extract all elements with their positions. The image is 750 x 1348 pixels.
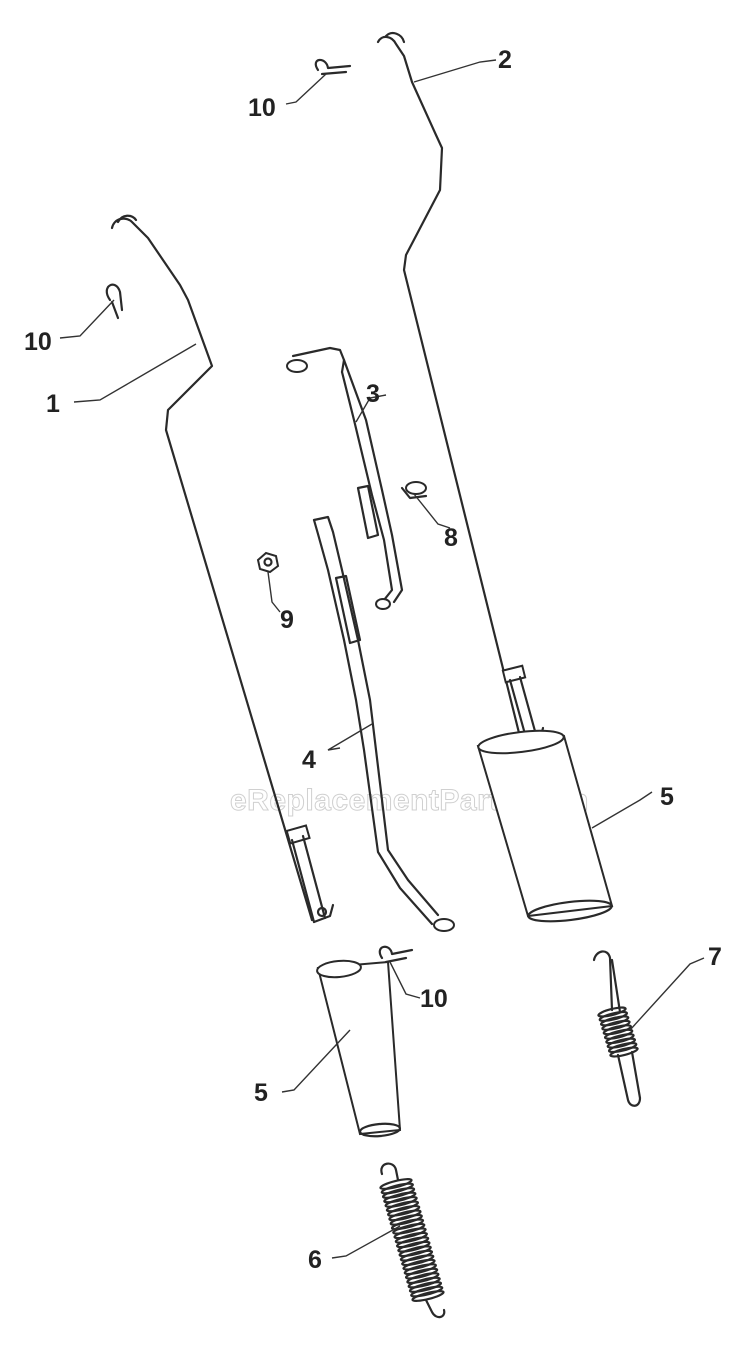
callout-10-left: 10 (24, 328, 52, 356)
spring-coil (393, 1227, 427, 1240)
callout-2: 2 (498, 46, 512, 74)
spring-coil (398, 1245, 432, 1258)
spring-coil (381, 1187, 416, 1199)
callout-6: 6 (308, 1246, 322, 1274)
spring-coil (380, 1182, 414, 1195)
callout-7: 7 (708, 943, 722, 971)
spring-coil (394, 1231, 429, 1244)
callout-1: 1 (46, 390, 60, 418)
callout-4: 4 (302, 746, 316, 774)
spring-coil (598, 1010, 629, 1023)
spring-coil (411, 1290, 445, 1302)
spring-coil (597, 1006, 627, 1018)
spring-coil (406, 1272, 440, 1285)
spring-coil (388, 1209, 422, 1222)
part-10-clip-left (105, 283, 124, 320)
spring-coil (384, 1195, 418, 1208)
spring-coil (379, 1178, 413, 1190)
spring-coil (403, 1263, 437, 1276)
spring-coil (389, 1213, 423, 1226)
spring-coil (401, 1254, 435, 1267)
spring-coil (606, 1037, 637, 1049)
spring-coil (599, 1015, 630, 1027)
spring-coil (601, 1019, 631, 1031)
part-2-rod (376, 32, 545, 747)
part-10-clip-bottom (378, 945, 414, 964)
part-5-sleeve-right (476, 729, 614, 923)
part-5-sleeve-left (316, 959, 402, 1138)
spring-coil (602, 1024, 633, 1036)
part-10-clip-top (314, 58, 352, 76)
spring-coil (404, 1267, 439, 1280)
leader-lines (59, 59, 705, 1259)
part-3-arm (286, 346, 404, 610)
spring-coil (395, 1236, 430, 1249)
callout-10-top: 10 (248, 94, 276, 122)
spring-coil (390, 1218, 425, 1231)
part-8-pin (400, 481, 428, 500)
callout-9: 9 (280, 606, 294, 634)
callout-8: 8 (444, 524, 458, 552)
callout-10-bottom: 10 (420, 985, 448, 1013)
spring-coil (605, 1033, 635, 1045)
part-1-rod (110, 214, 335, 924)
spring-coil (392, 1222, 426, 1235)
part-9-nut (256, 551, 280, 574)
spring-coil (408, 1281, 443, 1293)
spring-coil (609, 1046, 639, 1058)
spring-coil (607, 1041, 638, 1054)
spring-coil (397, 1240, 431, 1253)
spring-coil (399, 1249, 434, 1262)
callout-3: 3 (366, 380, 380, 408)
spring-coil (385, 1200, 420, 1213)
spring-coil (383, 1191, 417, 1204)
callout-5-right: 5 (660, 783, 674, 811)
part-7-spring (592, 950, 642, 1107)
part-4-link (312, 515, 455, 932)
callout-5-left: 5 (254, 1079, 268, 1107)
spring-coil (402, 1258, 436, 1271)
spring-coil (407, 1276, 441, 1289)
spring-coil (603, 1028, 634, 1040)
part-6-spring (379, 1162, 446, 1319)
spring-coil (410, 1285, 444, 1298)
spring-coil (387, 1204, 421, 1217)
